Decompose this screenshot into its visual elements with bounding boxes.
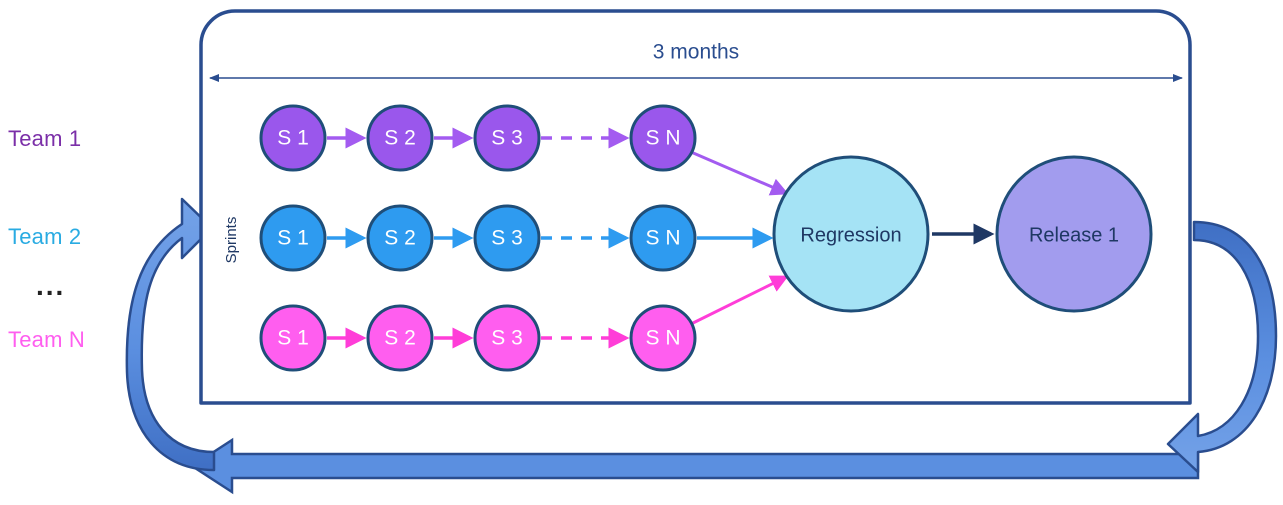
- sprint-node-t2-s3[interactable]: [473, 204, 541, 272]
- sprint-node-t2-s2[interactable]: [366, 204, 434, 272]
- team-label-n: Team N: [8, 327, 85, 352]
- sprint-node-tn-s3[interactable]: [473, 304, 541, 372]
- right-return-curve: [1166, 220, 1278, 474]
- regression-node[interactable]: [772, 155, 930, 313]
- sprint-node-t2-s1-label: S 1: [277, 227, 309, 250]
- left-return-curve: [125, 197, 216, 472]
- regression-node-label: Regression: [800, 224, 901, 246]
- sprint-node-tn-s1-label: S 1: [277, 327, 309, 350]
- sprint-node-tn-s2-label: S 2: [384, 327, 416, 350]
- sprint-node-tn-s2[interactable]: [366, 304, 434, 372]
- team-row-1: S 1 S 2 S 3 S N: [259, 104, 789, 196]
- sprints-axis-label: Sprints: [223, 217, 240, 264]
- sprint-node-t2-sn-label: S N: [645, 227, 680, 250]
- sprint-node-t1-s1-label: S 1: [277, 127, 309, 150]
- sprint-node-t1-s3-label: S 3: [491, 127, 523, 150]
- sprint-node-t2-s3-label: S 3: [491, 227, 523, 250]
- sprint-node-tn-sn-label: S N: [645, 327, 680, 350]
- sprint-node-tn-s1[interactable]: [259, 304, 327, 372]
- sprint-node-tn-s3-label: S 3: [491, 327, 523, 350]
- release-node-label: Release 1: [1029, 224, 1119, 246]
- release-node[interactable]: [995, 155, 1153, 313]
- sprint-node-t1-s3[interactable]: [473, 104, 541, 172]
- sprint-node-tn-sn[interactable]: [629, 304, 697, 372]
- sprint-node-t2-s1[interactable]: [259, 204, 327, 272]
- sprint-node-t1-sn-label: S N: [645, 127, 680, 150]
- sprint-node-t1-s2[interactable]: [366, 104, 434, 172]
- team1-to-regression-arrow: [690, 150, 789, 196]
- sprint-node-t1-s1[interactable]: [259, 104, 327, 172]
- sprint-node-t1-s2-label: S 2: [384, 127, 416, 150]
- three-month-container: [199, 9, 1192, 405]
- sprint-node-t2-s2-label: S 2: [384, 227, 416, 250]
- team-label-1: Team 1: [8, 126, 82, 151]
- feedback-loop-arrow: [189, 437, 1200, 495]
- teams-ellipsis: ...: [36, 270, 66, 301]
- teamn-to-regression-arrow: [690, 275, 789, 326]
- team-row-n: S 1 S 2 S 3 S N: [259, 275, 789, 372]
- three-months-label: 3 months: [653, 41, 739, 64]
- team-row-2: S 1 S 2 S 3 S N: [259, 204, 774, 272]
- sprint-node-t1-sn[interactable]: [629, 104, 697, 172]
- team-label-2: Team 2: [8, 224, 82, 249]
- sprint-node-t2-sn[interactable]: [629, 204, 697, 272]
